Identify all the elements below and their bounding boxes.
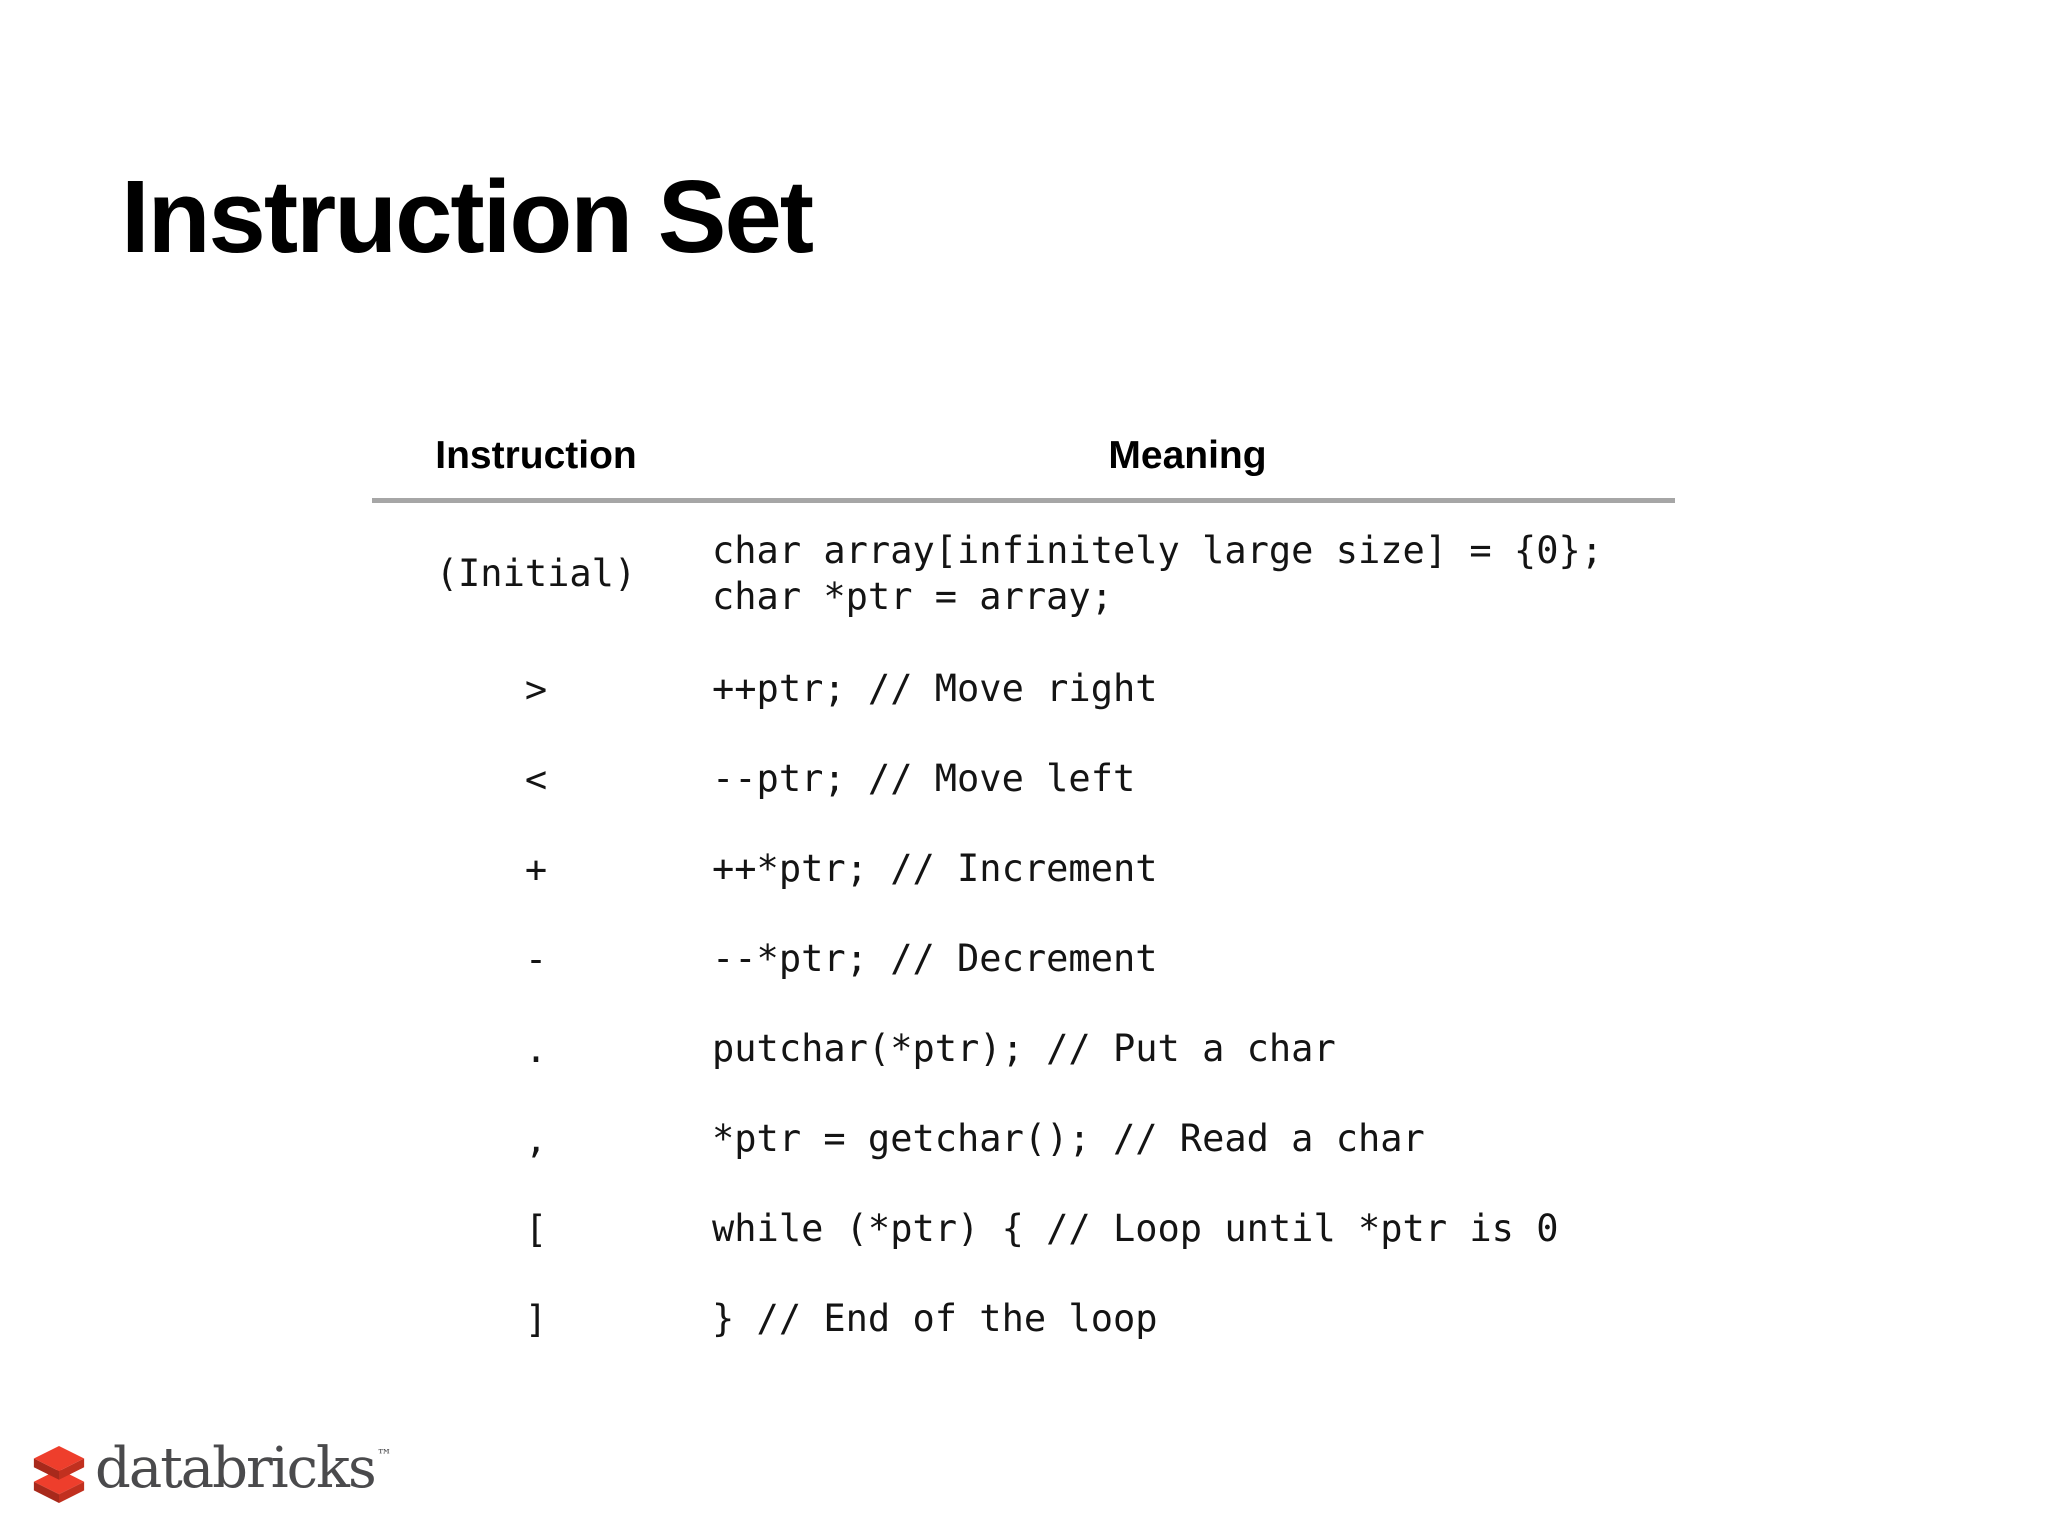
- databricks-wordmark: databricks: [95, 1436, 377, 1501]
- instruction-cell: <: [524, 757, 548, 801]
- instruction-table: Instruction Meaning (Initial) char array[…: [372, 432, 1675, 1364]
- table-row: > ++ptr; // Move right: [372, 644, 1675, 734]
- instruction-cell: ]: [524, 1297, 548, 1341]
- meaning-cell: while (*ptr) { // Loop until *ptr is 0: [712, 1207, 1559, 1250]
- instruction-cell: -: [524, 937, 548, 981]
- table-row: . putchar(*ptr); // Put a char: [372, 1004, 1675, 1094]
- meaning-cell: } // End of the loop: [712, 1297, 1158, 1340]
- trademark-symbol: ™: [376, 1446, 392, 1464]
- meaning-cell: ++ptr; // Move right: [712, 667, 1158, 710]
- table-body: (Initial) char array[infinitely large siz…: [372, 503, 1675, 1364]
- meaning-cell: ++*ptr; // Increment: [712, 847, 1158, 890]
- databricks-bricks-icon: [33, 1445, 85, 1503]
- table-row: , *ptr = getchar(); // Read a char: [372, 1094, 1675, 1184]
- table-row: < --ptr; // Move left: [372, 734, 1675, 824]
- header-divider-line: [372, 498, 1675, 503]
- table-row: + ++*ptr; // Increment: [372, 824, 1675, 914]
- column-header-meaning: Meaning: [1108, 434, 1267, 477]
- meaning-cell: --ptr; // Move left: [712, 757, 1136, 800]
- table-row: - --*ptr; // Decrement: [372, 914, 1675, 1004]
- instruction-cell: (Initial): [435, 552, 637, 595]
- table-row: (Initial) char array[infinitely large siz…: [372, 503, 1675, 644]
- page-title: Instruction Set: [121, 159, 814, 274]
- meaning-cell: putchar(*ptr); // Put a char: [712, 1027, 1336, 1070]
- instruction-cell: [: [524, 1207, 548, 1251]
- databricks-logo: databricks ™: [30, 1440, 392, 1504]
- table-row: ] } // End of the loop: [372, 1274, 1675, 1364]
- instruction-cell: >: [524, 667, 548, 711]
- table-header-row: Instruction Meaning: [372, 432, 1675, 498]
- meaning-cell: --*ptr; // Decrement: [712, 937, 1158, 980]
- meaning-cell: *ptr = getchar(); // Read a char: [712, 1117, 1425, 1160]
- table-row: [ while (*ptr) { // Loop until *ptr is 0: [372, 1184, 1675, 1274]
- column-header-instruction: Instruction: [435, 434, 637, 477]
- instruction-cell: ,: [524, 1117, 548, 1161]
- instruction-cell: .: [524, 1027, 548, 1071]
- meaning-cell: char array[infinitely large size] = {0};…: [712, 528, 1604, 618]
- instruction-cell: +: [524, 847, 548, 891]
